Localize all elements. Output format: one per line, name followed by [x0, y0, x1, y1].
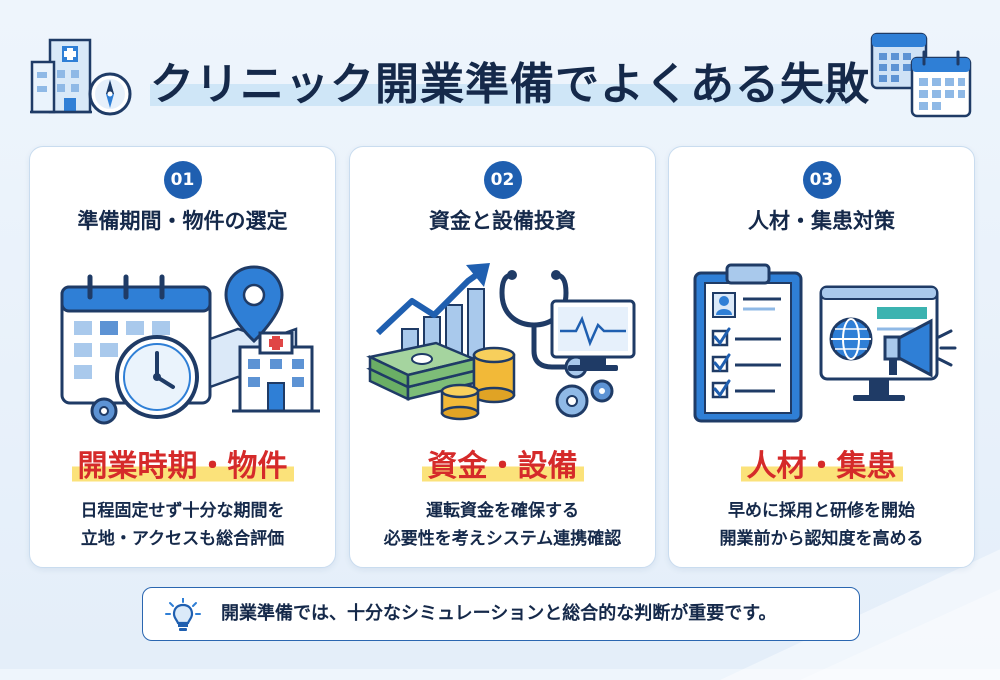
background-decoration	[720, 549, 1000, 680]
highlight-wrap: 人材・集患	[669, 441, 974, 485]
card-title: 人材・集患対策	[748, 209, 895, 233]
desc-line: 運転資金を確保する	[426, 501, 579, 521]
card-description: 日程固定せず十分な期間を 立地・アクセスも総合評価	[30, 497, 335, 553]
card-title: 資金と設備投資	[429, 209, 576, 233]
card-staff-patients: 03 人材・集患対策	[668, 146, 975, 568]
clipboard-monitor-megaphone-icon	[693, 263, 957, 423]
footer-note: 開業準備では、十分なシミュレーションと総合的な判断が重要です。	[142, 587, 860, 641]
title-wrap: クリニック開業準備でよくある失敗	[150, 48, 869, 110]
desc-line: 立地・アクセスも総合評価	[80, 529, 285, 549]
calendar-clock-map-hospital-icon	[60, 265, 320, 425]
lightbulb-icon	[165, 598, 201, 631]
card-description: 早めに採用と研修を開始 開業前から認知度を高める	[669, 497, 974, 553]
card-description: 運転資金を確保する 必要性を考えシステム連携確認	[350, 497, 655, 553]
card-number: 03	[802, 161, 841, 199]
page-title: クリニック開業準備でよくある失敗	[150, 59, 870, 110]
desc-line: 開業前から認知度を高める	[719, 529, 924, 549]
title-underline	[150, 84, 850, 106]
footer-text: 開業準備では、十分なシミュレーションと総合的な判断が重要です。	[221, 603, 777, 624]
money-chart-stethoscope-icon	[366, 263, 636, 421]
card-schedule-property: 01 準備期間・物件の選定	[29, 146, 336, 568]
card-highlight: 開業時期・物件	[71, 441, 294, 485]
highlight-wrap: 資金・設備	[350, 441, 655, 485]
highlight-wrap: 開業時期・物件	[30, 441, 335, 485]
hospital-compass-icon	[30, 38, 132, 116]
calendar-icon	[870, 32, 972, 118]
card-number: 02	[483, 161, 522, 199]
card-title: 準備期間・物件の選定	[77, 209, 288, 233]
desc-line: 早めに採用と研修を開始	[728, 501, 915, 521]
header: クリニック開業準備でよくある失敗	[0, 0, 1000, 130]
card-number: 01	[163, 161, 202, 199]
desc-line: 必要性を考えシステム連携確認	[383, 529, 622, 549]
card-highlight: 人材・集患	[740, 441, 903, 485]
card-funding-equipment: 02 資金と設備投資	[349, 146, 656, 568]
desc-line: 日程固定せず十分な期間を	[80, 501, 285, 521]
card-highlight: 資金・設備	[421, 441, 584, 485]
